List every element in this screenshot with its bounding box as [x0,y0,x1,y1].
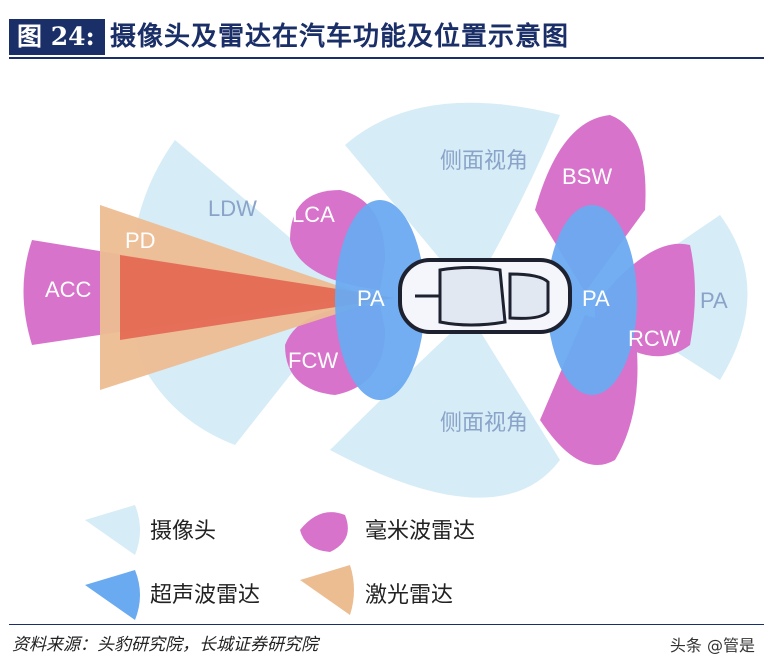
car-icon [398,258,572,334]
zone-label-rcw: RCW [628,326,681,351]
zone-label-lca: LCA [292,202,335,227]
legend-label-lidar: 激光雷达 [365,583,453,608]
zone-label-ldw: LDW [208,196,257,221]
zone-label-pa-rear: PA [582,286,610,311]
zone-label-pd: PD [125,228,156,253]
legend: 摄像头 毫米波雷达 超声波雷达 激光雷达 [85,505,475,620]
zone-label-pa-far: PA [700,288,728,313]
camera-side-top-zone [345,102,560,295]
zone-label-fcw: FCW [288,348,338,373]
zone-label-bsw: BSW [562,164,612,189]
figure-title: 摄像头及雷达在汽车功能及位置示意图 [110,22,570,52]
watermark: 头条 @管是 [669,636,755,655]
figure-number: 图 24: [9,19,105,55]
zone-label-acc: ACC [45,277,92,302]
zone-label-side-view-top: 侧面视角 [440,148,528,173]
ultrasonic-rear-zone [547,205,637,395]
legend-label-camera: 摄像头 [150,519,216,544]
legend-swatch-ultrasonic [85,570,140,620]
legend-label-mmwave: 毫米波雷达 [365,519,475,544]
overlap-beam [120,255,395,340]
source-note: 资料来源：头豹研究院，长城证券研究院 [12,635,318,655]
legend-label-ultrasonic: 超声波雷达 [150,583,260,608]
zone-label-pa-front: PA [357,286,385,311]
camera-side-bottom-zone [330,315,560,498]
zone-label-side-view-bottom: 侧面视角 [440,410,528,435]
ultrasonic-front-zone [335,200,425,400]
figure-header: 图 24: 摄像头及雷达在汽车功能及位置示意图 [0,0,773,59]
legend-swatch-lidar [300,565,354,615]
footer-rule [9,624,764,625]
legend-swatch-mmwave [300,512,348,552]
header-rule [9,57,764,59]
sensor-diagram: 侧面视角 侧面视角 LDW PD ACC LCA FCW PA BSW PA P… [23,102,748,620]
legend-swatch-camera [85,505,140,555]
